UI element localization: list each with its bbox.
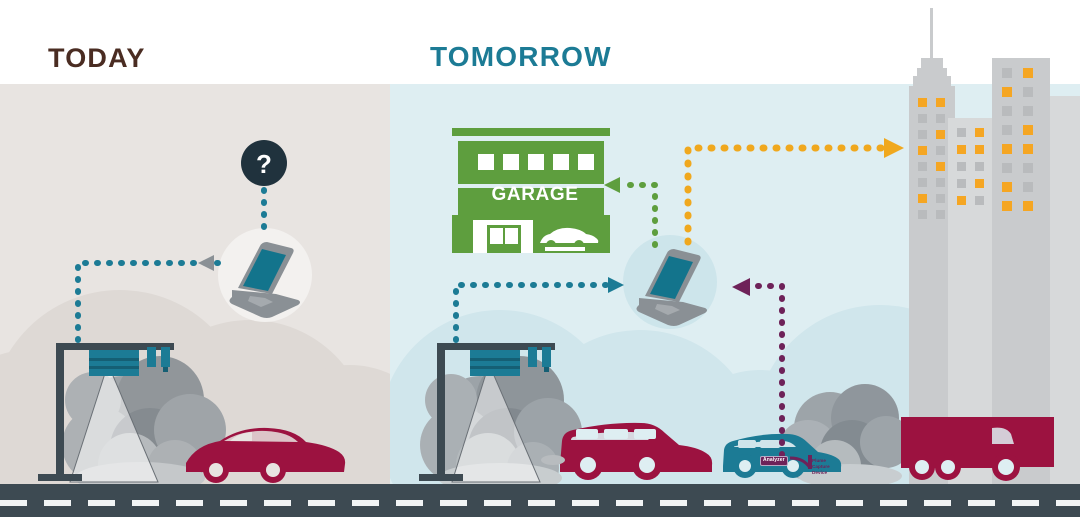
building-windows-right bbox=[1002, 68, 1033, 211]
heading-today: TODAY bbox=[48, 43, 146, 73]
flow-laptop-to-city bbox=[684, 138, 904, 246]
question-badge-today: ? bbox=[241, 140, 287, 186]
sensor-gantry-today bbox=[38, 343, 174, 481]
city-skyline bbox=[909, 8, 1080, 484]
laptop-node-today bbox=[218, 228, 312, 322]
flow-analyzer-to-laptop bbox=[732, 278, 785, 458]
sensor-scan-cone-today bbox=[70, 364, 158, 482]
flow-laptop-to-garage bbox=[604, 177, 658, 248]
header-band bbox=[0, 0, 1080, 84]
vehicle-truck bbox=[901, 417, 1054, 481]
svg-text:?: ? bbox=[256, 149, 272, 179]
heading-tomorrow: TOMORROW bbox=[430, 41, 612, 72]
plume-capture-device-label: Plume Capture Device bbox=[812, 458, 830, 475]
sensor-gantry-tomorrow bbox=[419, 343, 555, 481]
vehicle-suv bbox=[541, 422, 713, 480]
vehicle-sedan-today bbox=[186, 427, 346, 483]
today-scene: ? bbox=[38, 140, 346, 484]
garage-building bbox=[452, 128, 610, 253]
garage-sign-text: GARAGE bbox=[491, 184, 579, 205]
sensor-scan-cone-tomorrow bbox=[452, 364, 540, 482]
tomorrow-scene bbox=[419, 128, 1054, 484]
analyzer-badge-label: Analyzer bbox=[760, 456, 788, 466]
exhaust-plume-truck bbox=[778, 384, 912, 484]
building-windows-left bbox=[918, 98, 945, 219]
flow-sensor-to-laptop-today bbox=[75, 255, 222, 343]
laptop-node-tomorrow bbox=[623, 235, 717, 329]
flow-sensor-to-laptop-tomorrow bbox=[453, 277, 624, 343]
road-center-line bbox=[0, 500, 1080, 506]
building-windows-middle bbox=[957, 128, 984, 205]
